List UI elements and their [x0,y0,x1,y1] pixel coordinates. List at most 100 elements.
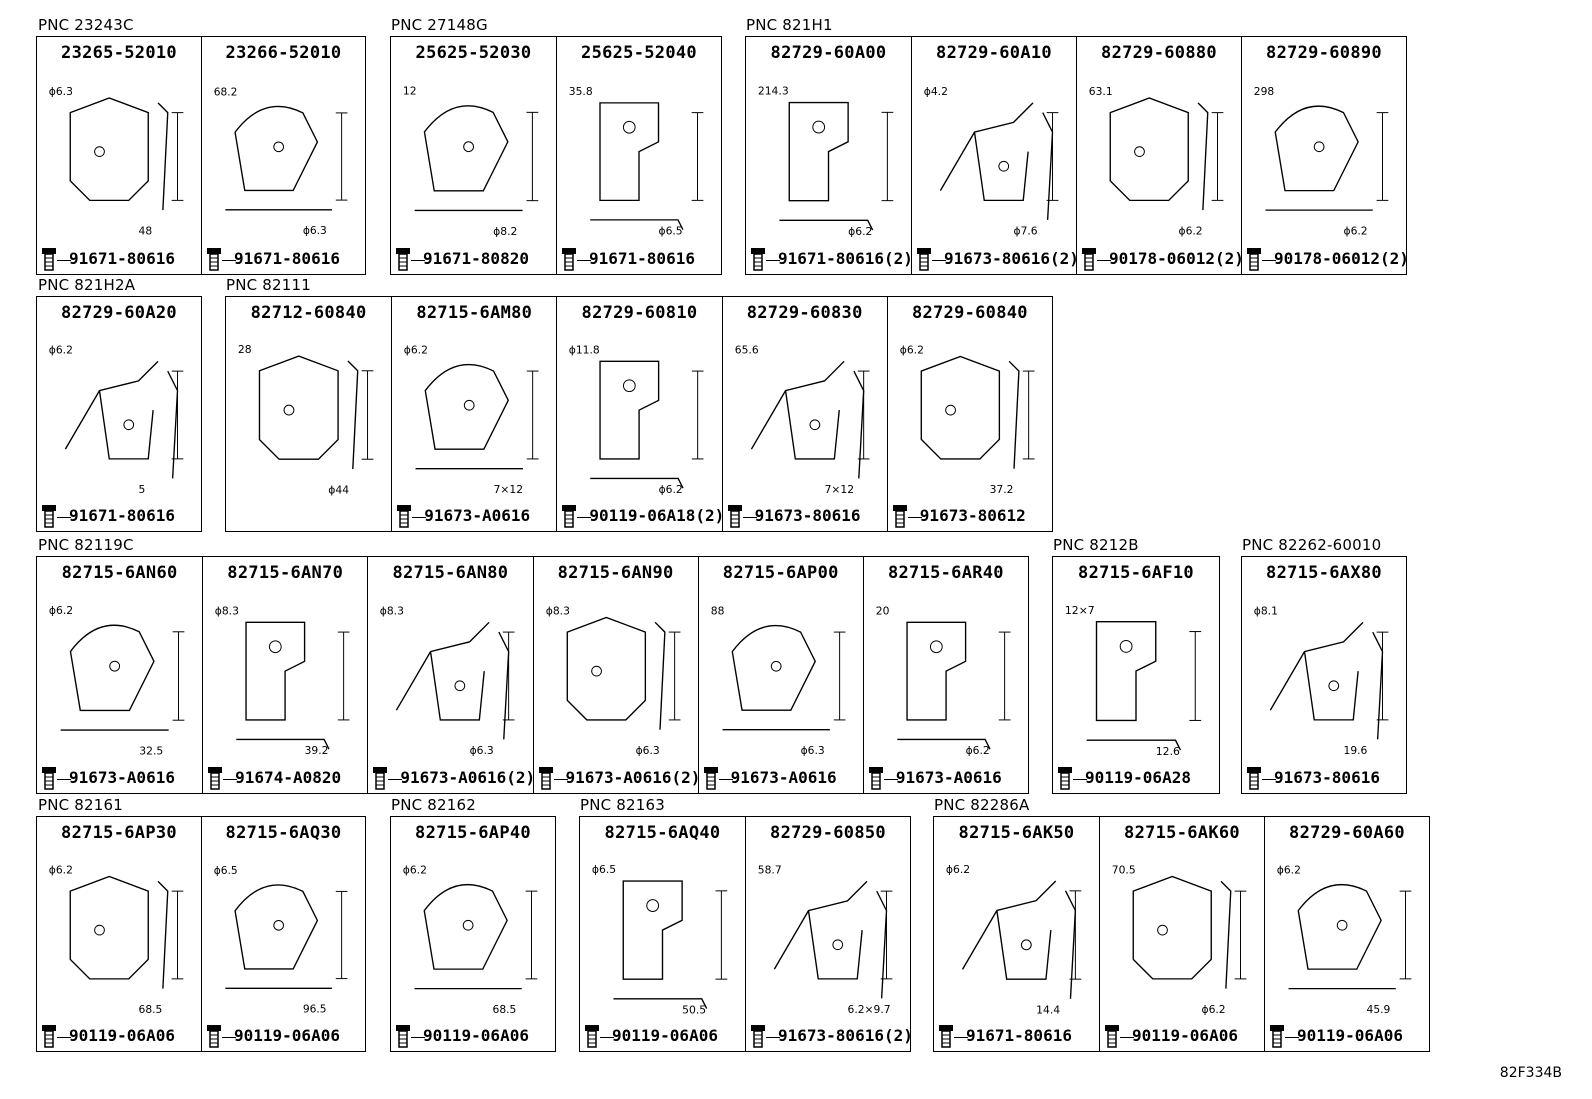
bolt-icon [1057,766,1073,795]
dimension-label: 45.9 [1367,1003,1391,1016]
fastener-number: 90119-06A28 [1085,768,1191,787]
bolt-icon [395,247,411,276]
dimension-label: 50.5 [682,1004,706,1017]
fastener-callout: 90119-06A18(2) [561,504,724,528]
part-number: 82715-6AP30 [61,823,177,843]
bolt-icon [561,504,577,533]
pnc-label: PNC 82161 [38,796,124,814]
fastener-number: 90119-06A06 [1297,1026,1403,1045]
fastener-callout: 91671-80616 [41,247,199,271]
dimension-label: ϕ6.3 [635,744,659,757]
fastener-callout: 91673-A0616 [41,766,200,790]
dimension-label: 19.6 [1344,744,1368,757]
fastener-number: 91671-80616 [69,249,175,268]
bracket-drawing [225,105,332,211]
fastener-number: 91673-A0616 [895,768,1002,787]
part-number: 82729-60850 [770,823,886,843]
bolt-icon [207,766,223,795]
fastener-number: 91673-A0616 [424,506,531,525]
pnc-label: PNC 82111 [226,276,312,294]
fastener-callout: 91673-A0616(2) [372,766,535,790]
part-number: 82729-60830 [746,303,863,323]
dimension-label: 48 [139,224,153,237]
fastener-number: 91673-A0616(2) [400,768,536,787]
pnc-label: PNC 8212B [1053,536,1139,554]
fastener-callout: 91673-80616(2) [916,247,1079,271]
bolt-icon [396,504,412,533]
dimension-label: 14.4 [1036,1004,1060,1017]
bolt-icon [372,766,388,795]
dimension-label: ϕ6.3 [470,744,494,757]
fastener-callout: 91671-80616 [938,1024,1097,1048]
fastener-number: 90119-06A06 [234,1026,340,1045]
bolt-icon [916,247,932,276]
bracket-drawing [69,875,169,989]
bracket-drawing [414,884,522,990]
fastener-number: 91673-A0616 [69,768,175,787]
part-drawing: ϕ6.3 48 [41,69,197,244]
dimension-label: ϕ6.3 [49,85,73,98]
dimension-label: 32.5 [139,745,163,758]
fastener-callout: 90119-06A28 [1057,766,1217,790]
bolt-icon [727,504,743,533]
fastener-number: 91671-80616(2) [778,249,913,268]
dimension-label: ϕ6.5 [214,864,238,877]
part-number: 82729-60810 [581,303,698,323]
bolt-icon [1104,1024,1120,1053]
fastener-callout: 90119-06A06 [395,1024,553,1048]
dimension-label: ϕ6.2 [1179,224,1203,237]
dimension-label: ϕ6.2 [1277,864,1301,877]
dimension-label: 39.2 [305,744,329,757]
part-number: 82715-6AR40 [887,563,1004,583]
fastener-number: 91673-80616(2) [944,249,1079,268]
fastener-number: 91673-A0616(2) [565,768,701,787]
fastener-number: 91673-80612 [919,506,1026,525]
dimension-label: ϕ6.2 [848,225,872,238]
